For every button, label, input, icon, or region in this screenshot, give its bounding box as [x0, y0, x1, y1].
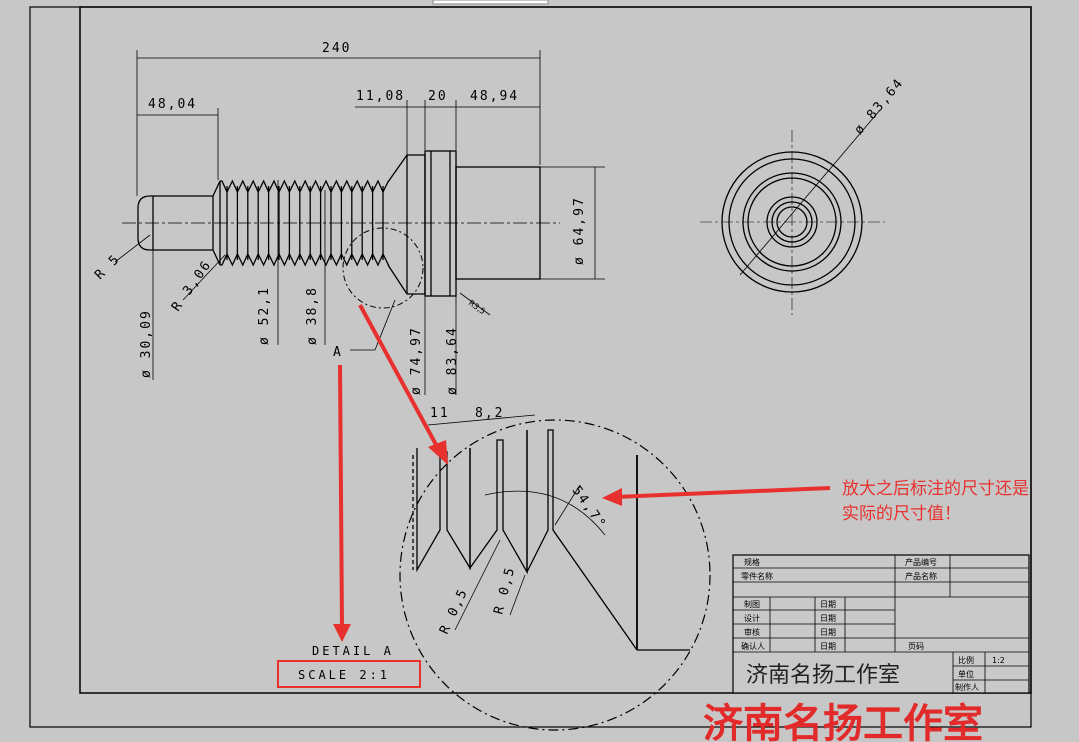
watermark-text: 济南名扬工作室 — [703, 701, 983, 742]
tb-part-name: 零件名称 — [741, 571, 773, 581]
tb-riqi-1: 日期 — [820, 600, 836, 609]
tb-studio-name: 济南名扬工作室 — [746, 663, 900, 688]
dim-diam-83-64: ø 83,64 — [445, 326, 460, 395]
thread-bottom-profile — [220, 252, 390, 267]
tb-shenhe: 审核 — [744, 627, 760, 637]
dim-diam-83-64-circle: ø 83,64 — [852, 75, 908, 137]
tb-product-no: 产品编号 — [905, 557, 937, 567]
dim-diam-38-8: ø 38,8 — [305, 286, 320, 345]
tb-danwei: 单位 — [958, 669, 974, 679]
dim-angle-54-7: 54,7° — [569, 484, 609, 533]
dim-48-94: 48,94 — [470, 89, 519, 104]
dim-diam-52-1: ø 52,1 — [257, 286, 272, 345]
dim-detail-r0-5-b: R 0,5 — [491, 565, 518, 616]
tb-guige: 规格 — [744, 557, 760, 567]
inner-border — [79, 6, 1032, 694]
tb-riqi-4: 日期 — [820, 642, 836, 651]
tb-product-name: 产品名称 — [905, 571, 937, 581]
tb-zhitu: 制图 — [744, 599, 760, 609]
tb-pizhun: 确认人 — [741, 641, 765, 651]
dim-r5: R 5 — [92, 251, 123, 282]
dim-11-08: 11,08 — [356, 89, 405, 104]
dim-240: 240 — [322, 41, 351, 56]
scale-highlight-box — [277, 660, 421, 688]
tb-bili: 比例 — [958, 655, 974, 665]
title-block-grid — [732, 554, 1030, 694]
dim-diam-74-97: ø 74,97 — [409, 326, 424, 395]
annotation-line2: 实际的尺寸值！ — [842, 504, 961, 524]
dimension-lines — [114, 50, 605, 395]
dim-detail-11: 11 — [430, 406, 450, 421]
annotation-arrows — [333, 304, 831, 642]
dim-r3-06: R 3,06 — [169, 257, 215, 314]
detail-title: DETAIL A — [312, 644, 394, 658]
end-view — [700, 109, 885, 315]
detail-view — [399, 414, 711, 731]
dim-48-04: 48,04 — [148, 97, 197, 112]
dim-diam-30-09: ø 30,09 — [139, 309, 154, 378]
annotation-line1: 放大之后标注的尺寸还是 — [842, 479, 1029, 499]
dim-detail-r0-5-a: R 0,5 — [437, 586, 471, 637]
dim-20: 20 — [428, 89, 448, 104]
tb-yema: 页码 — [908, 642, 924, 651]
tb-sheji: 设计 — [744, 613, 760, 623]
detail-scale: SCALE 2:1 — [298, 668, 390, 682]
tb-zhizuoren: 制作人 — [955, 682, 979, 692]
dim-r3-5: R3,5 — [467, 298, 487, 316]
detail-marker-a: A — [333, 345, 343, 360]
dim-detail-8-2: 8,2 — [475, 406, 504, 421]
top-tab — [432, 0, 549, 5]
thread-top-profile — [220, 179, 390, 194]
tb-bili-value: 1:2 — [992, 656, 1005, 665]
tb-riqi-3: 日期 — [820, 628, 836, 637]
tb-riqi-2: 日期 — [820, 614, 836, 623]
dim-diam-64-97: ø 64,97 — [572, 196, 587, 265]
